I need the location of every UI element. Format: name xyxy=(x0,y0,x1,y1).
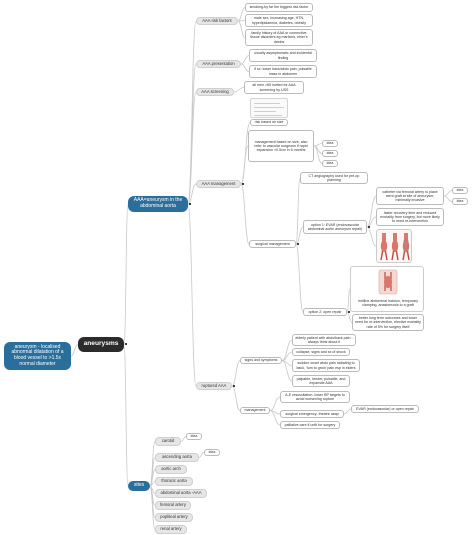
sign-collapse[interactable]: collapse, signs and sx of shock xyxy=(292,348,350,356)
management-idea-3[interactable]: idea xyxy=(322,160,338,167)
collapse-toggle-ruptured[interactable] xyxy=(232,385,235,388)
stent-graft-image xyxy=(380,233,410,261)
collapse-toggle-management[interactable] xyxy=(241,183,244,186)
risk-factor-demographics[interactable]: male sex, increasing age, HTN, hyperlipi… xyxy=(245,14,313,27)
connector-surgical-management-to-ct-angiography xyxy=(295,177,301,245)
open-repair-outcomes[interactable]: better long term outcomes and lower need… xyxy=(352,314,424,331)
connector-ruptured-management-to-palliative-care xyxy=(269,410,281,426)
ct-angiography[interactable]: CT angiography used for pre-op planning xyxy=(300,172,368,184)
connector-presentation-topic-to-presentation-asymptomatic xyxy=(240,55,250,65)
evar-catheter[interactable]: catheter via femoral artery to place ste… xyxy=(376,187,444,205)
presentation-symptoms[interactable]: if sx: lower back/abdo pain, pulsatile m… xyxy=(249,65,317,78)
connector-sites-topic-to-site-renal-artery xyxy=(149,485,156,530)
sign-sudden-pain[interactable]: sudden onset abdo pain radiating to back… xyxy=(292,359,360,372)
collapse-toggle-open-repair[interactable] xyxy=(347,311,350,314)
sign-palpable-mass[interactable]: palpable, tender, pulsatile, and expansi… xyxy=(292,375,350,387)
connector-aaa-topic-to-ruptured-aaa-topic xyxy=(187,203,197,387)
connector-root-node-to-aaa-topic xyxy=(123,203,129,345)
connector-ruptured-management-to-resuscitation xyxy=(269,396,281,411)
connector-screening-topic-to-screening-men-over-65 xyxy=(233,87,245,93)
ruptured-management[interactable]: management xyxy=(240,407,270,414)
connector-management-topic-to-management-plan xyxy=(240,145,249,185)
connector-evar-catheter-to-evar-idea-1 xyxy=(443,190,453,197)
site-ascending-aorta[interactable]: ascending aorta xyxy=(155,453,199,462)
evar-or-open-repair[interactable]: EVAR (endovascular) or open repair xyxy=(351,405,419,413)
connector-ruptured-aaa-topic-to-ruptured-management xyxy=(231,385,241,411)
ascending-aorta-idea[interactable]: idea xyxy=(204,449,220,456)
site-popliteal-artery[interactable]: popliteal artery xyxy=(155,513,193,522)
site-abdominal-aorta[interactable]: abdominal aorta -AAA xyxy=(155,489,207,498)
open-repair-illustration: midline abdominal incision, temporary cl… xyxy=(350,266,424,312)
carotid-idea[interactable]: idea xyxy=(186,433,202,440)
site-carotid[interactable]: carotid xyxy=(155,437,181,446)
signs-and-symptoms[interactable]: signs and symptoms xyxy=(240,357,282,364)
collapse-toggle-root[interactable] xyxy=(124,343,127,346)
site-femoral-artery[interactable]: femoral artery xyxy=(155,501,191,510)
connector-site-carotid-to-carotid-idea xyxy=(180,436,187,442)
connector-aaa-topic-to-presentation-topic xyxy=(187,63,197,205)
presentation-topic[interactable]: AAA presentation xyxy=(196,60,241,68)
connector-risk-factors-topic-to-risk-factor-family-history xyxy=(237,20,246,38)
open-repair-image xyxy=(378,269,398,295)
root-node[interactable]: aneurysms xyxy=(78,337,124,352)
connector-aaa-topic-to-screening-topic xyxy=(187,91,197,205)
connector-risk-factors-topic-to-risk-factor-smoking xyxy=(237,7,246,22)
site-thoracic-aorta[interactable]: thoracic aorta xyxy=(155,477,193,486)
risk-factor-smoking[interactable]: smoking-by far the biggest risk factor xyxy=(245,3,313,12)
evar-recovery[interactable]: faster recovery time and reduced mortali… xyxy=(376,208,444,226)
evar-idea-1[interactable]: idea xyxy=(452,187,468,194)
palliative-care[interactable]: palliative care if unfit for surgery xyxy=(280,421,340,429)
management-topic[interactable]: AAA management xyxy=(196,180,241,188)
risk-factor-family-history[interactable]: family history of AAA or connective tiss… xyxy=(245,29,313,46)
connector-ruptured-aaa-topic-to-signs-and-symptoms xyxy=(231,360,241,387)
risk-factors-topic[interactable]: AAA risk factors xyxy=(196,17,238,25)
sites-topic[interactable]: sites xyxy=(128,481,150,491)
option-evar[interactable]: option 1: EVAR (endovascular abdominal a… xyxy=(303,220,367,234)
resuscitation[interactable]: A-E resuscitation- lower BP targets to a… xyxy=(280,391,350,403)
connector-presentation-topic-to-presentation-symptoms xyxy=(240,63,250,72)
connector-option-evar-to-evar-illustration xyxy=(366,226,377,247)
connector-site-ascending-aorta-to-ascending-aorta-idea xyxy=(198,452,205,458)
management-idea-2[interactable]: idea xyxy=(322,150,338,157)
management-idea-1[interactable]: idea xyxy=(322,140,338,147)
screening-topic[interactable]: AAA screening xyxy=(196,88,234,96)
connector-signs-and-symptoms-to-sign-palpable-mass xyxy=(281,360,293,382)
evar-illustration xyxy=(376,229,412,263)
connector-management-plan-to-management-idea-1 xyxy=(313,143,323,147)
collapse-toggle-evar[interactable] xyxy=(367,226,370,229)
surgical-management[interactable]: surgical management xyxy=(249,240,296,248)
risk-based-on-size[interactable]: risk based on size xyxy=(250,119,288,126)
aaa-topic[interactable]: AAA=aneurysm in the abdominal aorta xyxy=(128,196,188,212)
ruptured-aaa-topic[interactable]: ruptured AAA xyxy=(196,382,232,390)
evar-idea-2[interactable]: idea xyxy=(452,198,468,205)
sign-elderly[interactable]: elderly patient with abdo/back pain - al… xyxy=(292,334,356,346)
site-renal-artery[interactable]: renal artery xyxy=(155,525,187,534)
collapse-toggle-aaa[interactable] xyxy=(188,203,191,206)
management-plan[interactable]: management based on size, also refer to … xyxy=(248,130,314,162)
open-repair-incision[interactable]: midline abdominal incision, temporary cl… xyxy=(357,298,419,307)
connector-option-open-repair-to-open-repair-illustration xyxy=(346,288,351,313)
connector-surgical-management-to-option-open-repair xyxy=(295,243,304,313)
collapse-toggle-surgical[interactable] xyxy=(296,243,299,246)
option-open-repair[interactable]: option 2: open repair xyxy=(303,308,347,316)
connector-root-node-to-sites-topic xyxy=(123,344,129,487)
connector-signs-and-symptoms-to-sign-elderly xyxy=(281,339,293,361)
connector-aaa-topic-to-risk-factors-topic xyxy=(187,20,197,205)
connector-evar-catheter-to-evar-idea-2 xyxy=(443,195,453,202)
definition-node[interactable]: aneurysm - localised abnormal dilatation… xyxy=(4,342,71,370)
connector-management-topic-to-surgical-management xyxy=(240,183,250,245)
connector-surgical-emergency-to-evar-or-open-repair xyxy=(343,408,352,415)
site-aortic-arch[interactable]: aortic arch xyxy=(155,465,187,474)
surgical-emergency[interactable]: surgical emergency- theatre asap xyxy=(280,410,344,418)
risk-size-table-thumbnail xyxy=(250,98,288,118)
connector-management-plan-to-management-idea-3 xyxy=(313,145,323,164)
screening-men-over-65[interactable]: all men >65 invited for AAA screening by… xyxy=(244,81,304,94)
connector-root-node-to-definition-node xyxy=(70,344,79,357)
presentation-asymptomatic[interactable]: usually asymptomatic and incidental find… xyxy=(249,49,317,62)
